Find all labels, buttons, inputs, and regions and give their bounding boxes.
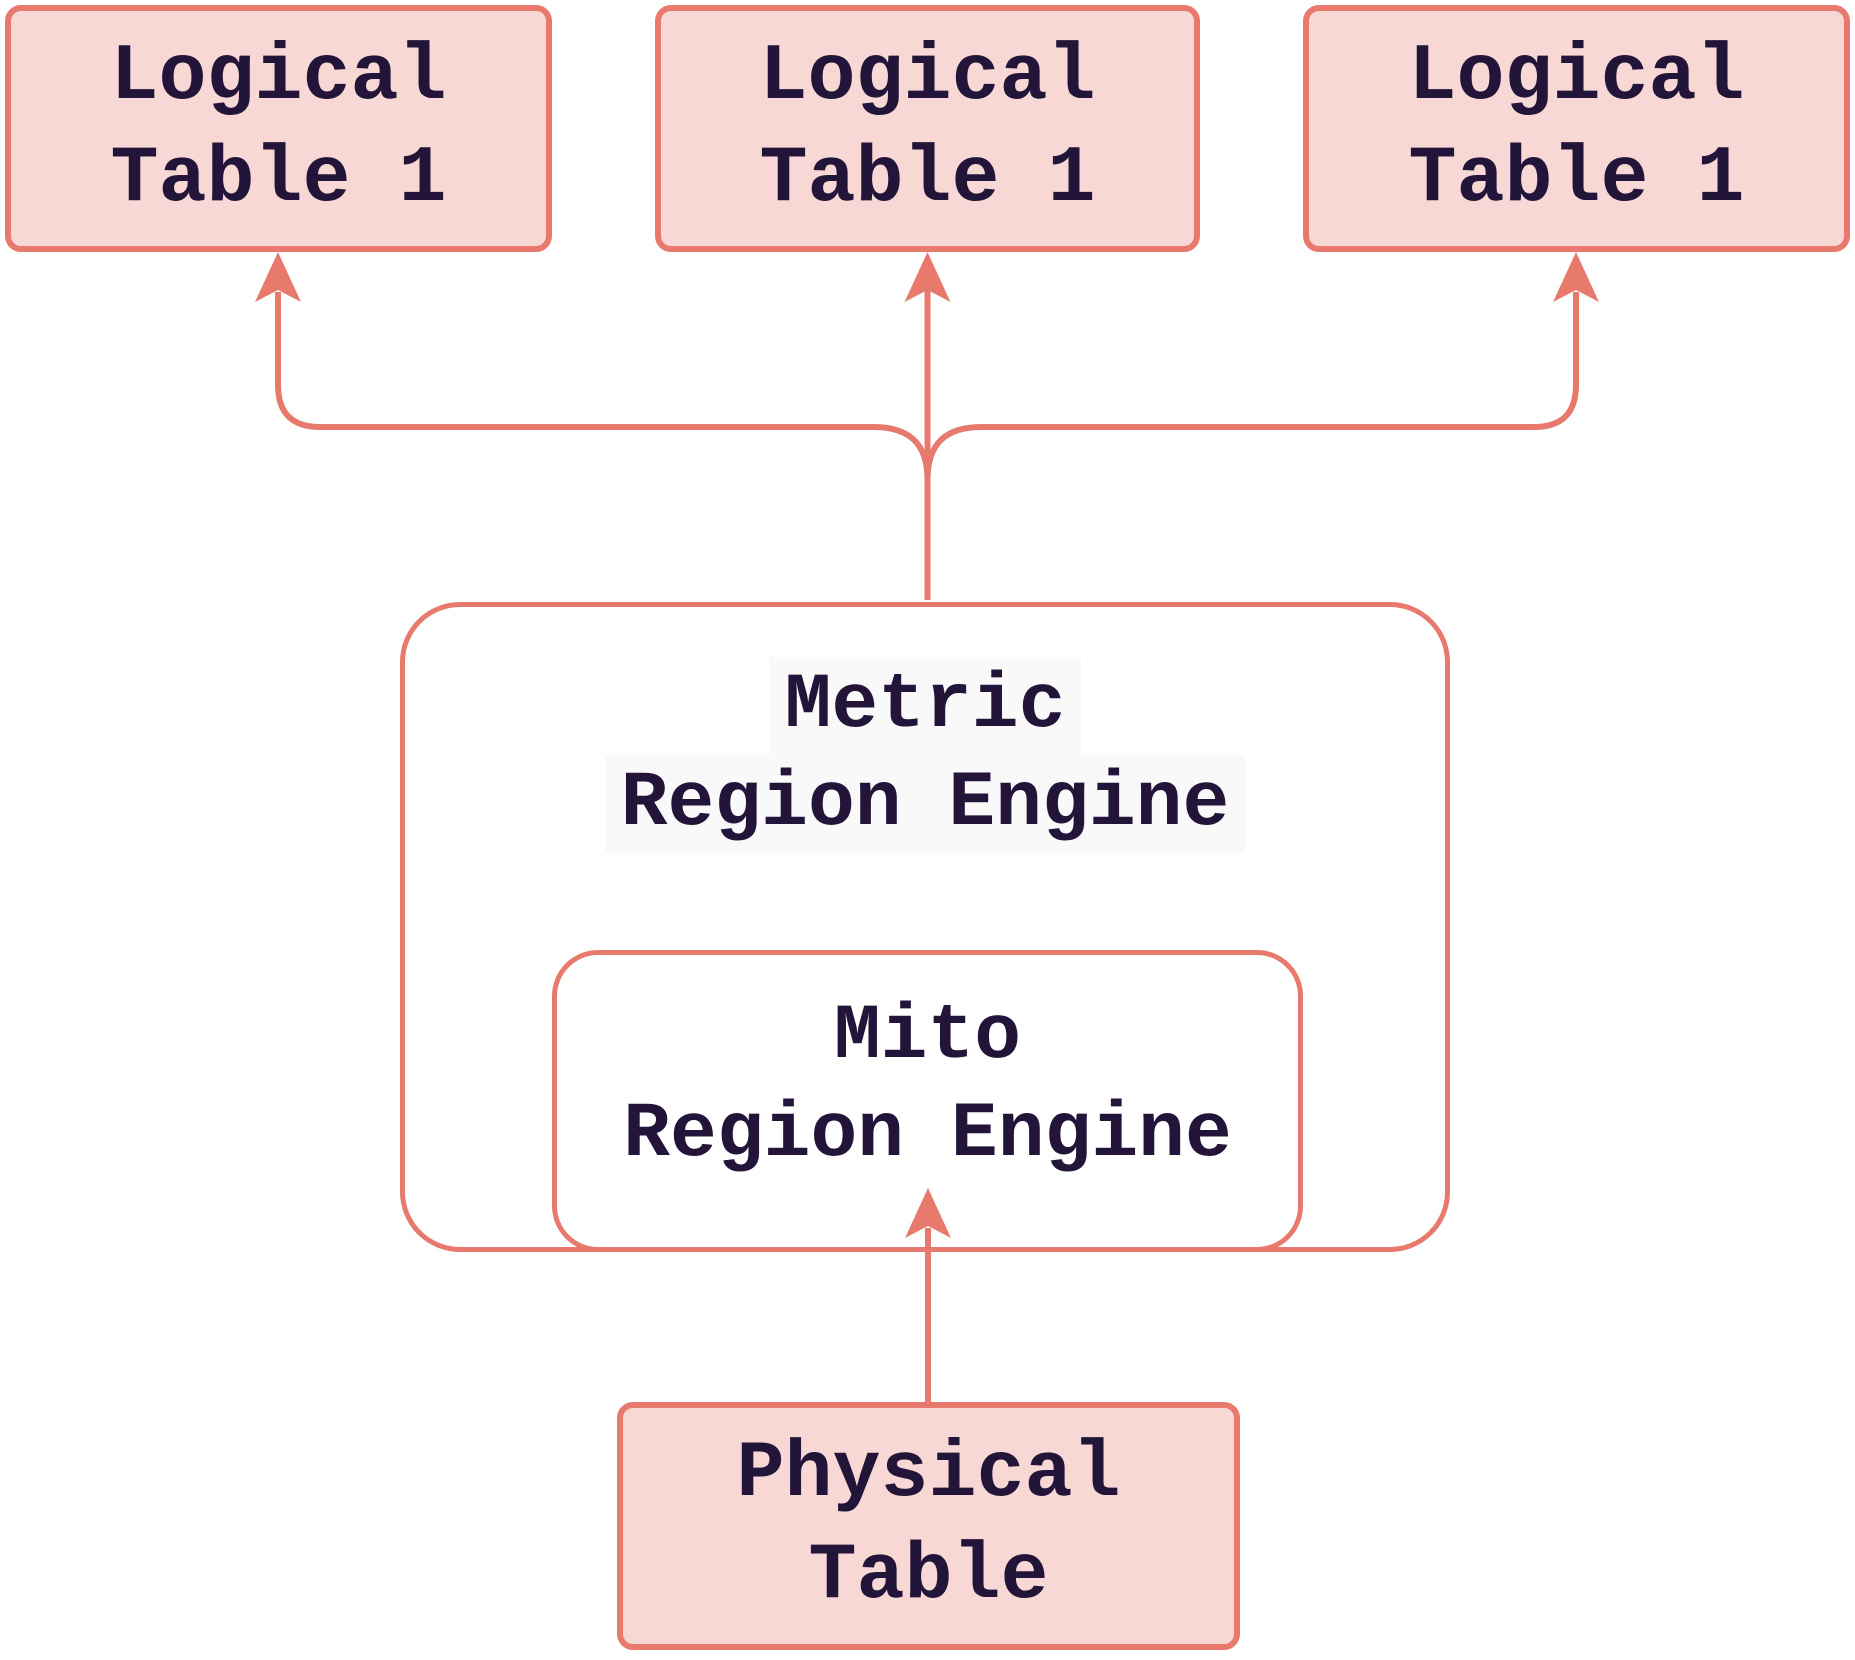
node-label-line: Logical bbox=[1408, 31, 1745, 123]
node-label-line: Table 1 bbox=[1408, 133, 1745, 225]
node-logical-table-middle: Logical Table 1 bbox=[655, 5, 1200, 252]
node-physical-table: Physical Table bbox=[617, 1402, 1240, 1650]
node-label-line: Region Engine bbox=[623, 1091, 1232, 1179]
node-logical-table-left: Logical Table 1 bbox=[5, 5, 552, 252]
node-label-line: Table bbox=[808, 1531, 1049, 1622]
arrowhead-up-middle bbox=[904, 252, 951, 302]
node-label-line: Logical bbox=[759, 31, 1096, 123]
node-label-line: Table 1 bbox=[759, 133, 1096, 225]
node-label-line: Mito bbox=[833, 993, 1022, 1081]
node-label-line: Table 1 bbox=[110, 133, 447, 225]
node-label-line: Region Engine bbox=[604, 755, 1246, 853]
edge-metric-to-logical-left bbox=[275, 292, 931, 481]
edge-metric-to-logical-right bbox=[924, 292, 1579, 481]
node-label-line: Physical bbox=[736, 1429, 1121, 1520]
node-label-line: Logical bbox=[110, 31, 447, 123]
arrowhead-up-right bbox=[1553, 252, 1599, 302]
node-logical-table-right: Logical Table 1 bbox=[1303, 5, 1850, 252]
node-mito-region-engine: Mito Region Engine bbox=[552, 950, 1303, 1252]
arrowhead-up-left bbox=[255, 252, 301, 302]
node-label-line: Metric bbox=[768, 657, 1082, 755]
